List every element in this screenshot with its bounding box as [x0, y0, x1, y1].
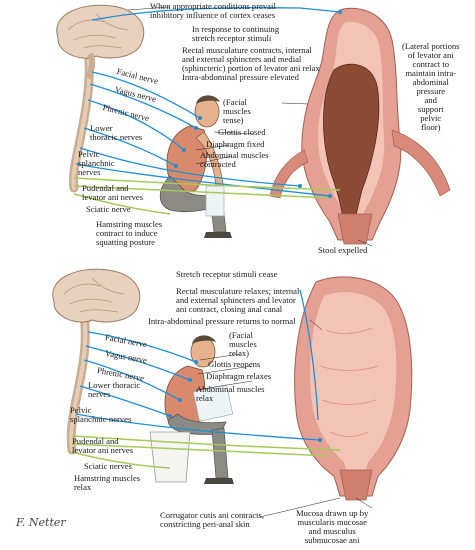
label-stretch-cease: Stretch receptor stimuli cease — [176, 269, 278, 279]
bottom-nerves — [75, 289, 321, 441]
label-glottis-reopens: Glottis reopens — [208, 359, 261, 369]
label-mucosa: Mucosa drawn up by muscularis mucosae an… — [296, 508, 369, 545]
label-glottis-closed: Glottis closed — [218, 127, 266, 137]
label-sciatic-top: Sciatic nerve — [86, 204, 131, 214]
label-sciatic-bottom: Sciatic nerves — [84, 461, 132, 471]
label-pelvic-splanchnic-top: Pelvic splanchnic nerves — [78, 149, 115, 177]
label-lower-thoracic-top: Lower thoracic nerves — [90, 123, 143, 142]
bottom-nerves-green — [71, 435, 341, 469]
label-rectal-relaxes: Rectal musculature relaxes; internal and… — [176, 286, 300, 314]
label-facial-tense: (Facial muscles tense) — [223, 97, 251, 125]
top-anal-canal — [337, 213, 373, 245]
label-lower-thoracic-bottom: Lower thoracic nerves — [88, 380, 141, 399]
label-stool-expelled: Stool expelled — [318, 245, 368, 255]
bottom-shin — [211, 427, 229, 479]
label-diaphragm-relaxes: Diaphragm relaxes — [206, 371, 272, 381]
bottom-feet — [204, 478, 234, 484]
label-hamstring-top: Hamstring muscles contract to induce squ… — [96, 219, 163, 247]
top-leaders — [127, 6, 373, 247]
bottom-hair — [192, 335, 216, 344]
top-levator-right — [391, 129, 451, 197]
bottom-nerve-dots — [168, 360, 322, 442]
artist-signature: F. Netter — [16, 516, 66, 529]
bottom-anal-canal — [339, 469, 373, 501]
bottom-panel-art — [52, 268, 413, 518]
top-feet — [204, 232, 232, 238]
label-pelvic-splanchnic-bottom: Pelvic splanchnic nerves — [70, 405, 132, 424]
bottom-figure — [149, 335, 234, 484]
label-pudendal-bottom: Pudendal and levator ani nerves — [72, 436, 134, 455]
bottom-mucosa-folds — [319, 327, 379, 437]
top-panel-art — [56, 4, 451, 247]
label-rectal-contracts: Rectal musculature contracts, internal a… — [182, 45, 320, 73]
label-lateral-levator: (Lateral portions of levator ani contrac… — [402, 41, 460, 132]
label-diaphragm-fixed: Diaphragm fixed — [206, 139, 265, 149]
bottom-brain-folds — [63, 277, 125, 313]
top-paper — [205, 185, 225, 217]
label-pressure-elevated: Intra-abdominal pressure elevated — [182, 72, 299, 82]
label-cortex-inhibition: When appropriate conditions prevail inhi… — [150, 1, 276, 20]
top-brain — [56, 4, 145, 59]
label-abdominal-relax: Abdominal muscles relax — [196, 384, 265, 403]
top-nerve-dots — [174, 10, 342, 198]
bottom-colon-inner — [310, 292, 397, 486]
label-pressure-normal: Intra-abdominal pressure returns to norm… — [148, 316, 296, 326]
label-stretch-stimuli: In response to continuing stretch recept… — [192, 24, 280, 43]
label-corrugator: Corrugator cutis ani contracts, constric… — [160, 510, 265, 529]
top-nerves-green — [73, 177, 341, 215]
label-facial-relax: (Facial muscles relax) — [229, 330, 257, 358]
top-brain-folds — [67, 13, 129, 49]
top-brainstem — [85, 52, 96, 80]
top-nerves — [75, 7, 341, 197]
bottom-rectum — [294, 276, 413, 501]
top-hair — [196, 95, 220, 104]
label-pudendal-top: Pudendal and levator ani nerves — [82, 183, 144, 202]
bottom-newspaper — [192, 384, 234, 422]
bottom-toilet — [149, 431, 191, 483]
bottom-spinal-cord-core — [69, 312, 88, 452]
label-hamstring-bottom: Hamstring muscles relax — [74, 473, 141, 492]
top-levator-left — [269, 149, 309, 199]
top-rectum — [269, 7, 451, 245]
bottom-brain — [52, 268, 141, 323]
label-abdominal-contracted: Abdominal muscles contracted — [200, 150, 269, 169]
bottom-leaders — [195, 319, 373, 518]
